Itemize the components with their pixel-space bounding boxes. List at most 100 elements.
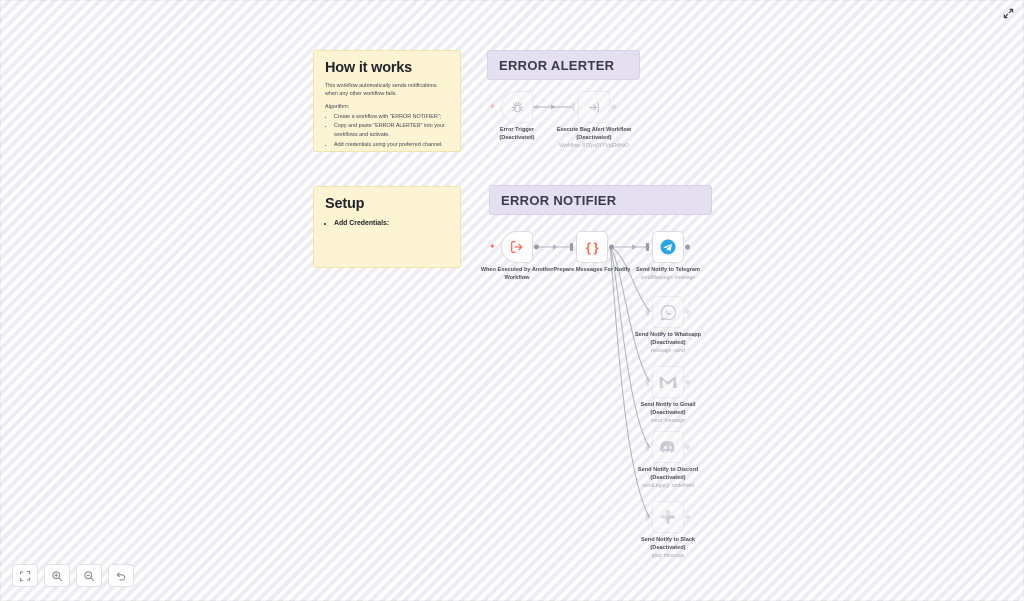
node-box[interactable] <box>572 91 616 123</box>
zoom-to-fit-button[interactable] <box>12 564 38 587</box>
input-port[interactable] <box>646 513 649 521</box>
output-port[interactable] <box>685 309 690 315</box>
node-subtitle: send: message <box>651 418 685 425</box>
node-title: Send Notify to Telegram <box>636 267 700 273</box>
list-item: Create a workflow with "ERROR NOTIFIER"; <box>334 113 449 122</box>
node-label: Send Notify to Discord (Deactivated) sen… <box>620 466 716 490</box>
node-state: (Deactivated) <box>499 135 535 142</box>
bug-icon <box>511 101 523 112</box>
node-label: Prepare Messages For Notify <box>544 266 640 274</box>
node-title: Execute Bag Alert Workflow <box>556 127 632 133</box>
zoom-in-button[interactable] <box>44 564 70 587</box>
node-error-trigger[interactable]: ✦ Error Trigger (Deactivated) <box>489 91 539 141</box>
node-state: (Deactivated) <box>576 135 612 142</box>
execute-trigger-icon <box>511 241 523 253</box>
telegram-icon <box>660 239 676 255</box>
node-state: (Deactivated) <box>650 340 686 347</box>
whatsapp-icon <box>660 304 676 320</box>
output-port[interactable] <box>685 444 690 450</box>
output-port[interactable] <box>685 379 690 385</box>
node-box[interactable]: ✦ <box>489 91 539 123</box>
node-state: (Deactivated) <box>650 410 686 417</box>
magnifier-minus-icon <box>84 570 95 581</box>
node-send-notify-to-slack[interactable]: Send Notify to Slack (Deactivated) post:… <box>641 501 695 559</box>
fit-screen-icon <box>19 570 31 581</box>
node-box[interactable] <box>646 231 690 263</box>
node-title: Send Notify to Slack <box>640 537 696 543</box>
node-box[interactable]: ✦ <box>489 231 539 263</box>
node-subtitle: sendMessage: message <box>640 275 696 282</box>
output-port[interactable] <box>611 104 616 110</box>
node-label: Send Notify to Whatsapp (Deactivated) me… <box>620 331 716 355</box>
output-port[interactable] <box>609 244 614 250</box>
input-port[interactable] <box>572 103 575 111</box>
node-box[interactable] <box>646 296 690 328</box>
node-label: Execute Bag Alert Workflow (Deactivated)… <box>546 126 642 150</box>
slack-icon <box>661 510 675 524</box>
sticky-note-how-it-works[interactable]: How it works This workflow automatically… <box>313 50 461 152</box>
magnifier-plus-icon <box>52 570 63 581</box>
trigger-bolt-icon: ✦ <box>489 102 496 111</box>
gmail-icon <box>659 376 677 388</box>
node-state: (Deactivated) <box>650 545 686 552</box>
node-label: Send Notify to Gmail (Deactivated) send:… <box>620 401 716 425</box>
sticky-title-setup: Setup <box>325 196 365 212</box>
list-item: Copy and paste "ERROR ALERTER" into your… <box>334 122 449 139</box>
section-label-text: ERROR ALERTER <box>499 57 615 73</box>
node-subtitle: post: message <box>651 553 685 560</box>
output-port[interactable] <box>534 104 539 110</box>
output-port[interactable] <box>534 244 539 250</box>
output-port[interactable] <box>685 514 690 520</box>
setup-list: Add Credentials: <box>325 218 449 229</box>
expand-arrows-icon[interactable] <box>1000 5 1016 21</box>
node-title: Send Notify to Discord <box>637 467 699 473</box>
sticky-title-how-it-works: How it works <box>325 60 413 76</box>
node-box[interactable] <box>646 431 690 463</box>
section-label-text: ERROR NOTIFIER <box>501 192 617 208</box>
node-when-executed-by-another-workflow[interactable]: ✦ When Executed by Another Workflow <box>481 231 553 281</box>
execute-workflow-icon <box>588 102 599 112</box>
input-port[interactable] <box>646 308 649 316</box>
input-port[interactable] <box>570 243 573 251</box>
node-label: Error Trigger (Deactivated) <box>469 126 565 142</box>
node-box[interactable] <box>646 501 690 533</box>
list-item: Add credentials using your preferred cha… <box>334 141 449 150</box>
add-credentials-heading: Add Credentials: <box>334 218 449 229</box>
node-title: Prepare Messages For Notify <box>553 267 631 273</box>
node-send-notify-to-discord[interactable]: Send Notify to Discord (Deactivated) sen… <box>638 431 698 489</box>
node-state: (Deactivated) <box>650 475 686 482</box>
output-port[interactable] <box>685 244 690 250</box>
trigger-bolt-icon: ✦ <box>489 242 496 251</box>
input-port[interactable] <box>646 243 649 251</box>
node-subtitle: Workflow: 8TFjsi0YYVpEMHzD <box>559 143 629 150</box>
reset-zoom-button[interactable] <box>108 564 134 587</box>
node-box[interactable] <box>646 366 690 398</box>
canvas-toolbar <box>12 564 134 587</box>
node-label: When Executed by Another Workflow <box>469 266 565 282</box>
section-label-error-notifier[interactable]: ERROR NOTIFIER <box>489 185 712 215</box>
sticky-note-setup[interactable]: Setup Add Credentials: <box>313 186 461 268</box>
undo-arrow-icon <box>116 571 126 580</box>
node-box[interactable]: { } <box>570 231 614 263</box>
node-execute-bag-alert-workflow[interactable]: Execute Bag Alert Workflow (Deactivated)… <box>557 91 631 149</box>
node-send-notify-to-gmail[interactable]: Send Notify to Gmail (Deactivated) send:… <box>640 366 696 424</box>
node-title: Send Notify to Gmail <box>640 402 696 408</box>
code-braces-icon: { } <box>585 239 599 255</box>
node-title: Error Trigger <box>499 127 535 133</box>
node-subtitle: sendLegacy: undefined <box>642 483 694 490</box>
input-port[interactable] <box>646 443 649 451</box>
discord-icon <box>660 441 675 453</box>
node-send-notify-to-whatsapp[interactable]: Send Notify to Whatsapp (Deactivated) me… <box>635 296 701 354</box>
node-title: Send Notify to Whatsapp <box>634 332 702 338</box>
zoom-out-button[interactable] <box>76 564 102 587</box>
node-title: When Executed by Another Workflow <box>480 267 554 282</box>
node-prepare-messages-for-notify[interactable]: { } Prepare Messages For Notify <box>553 231 631 273</box>
node-subtitle: message: send <box>651 348 685 355</box>
algorithm-steps-list: Create a workflow with "ERROR NOTIFIER";… <box>325 113 449 150</box>
node-label: Send Notify to Slack (Deactivated) post:… <box>620 536 716 560</box>
section-label-error-alerter[interactable]: ERROR ALERTER <box>487 50 640 80</box>
input-port[interactable] <box>646 378 649 386</box>
node-send-notify-to-telegram[interactable]: Send Notify to Telegram sendMessage: mes… <box>636 231 700 281</box>
algorithm-label: Algorithm: <box>325 103 350 110</box>
